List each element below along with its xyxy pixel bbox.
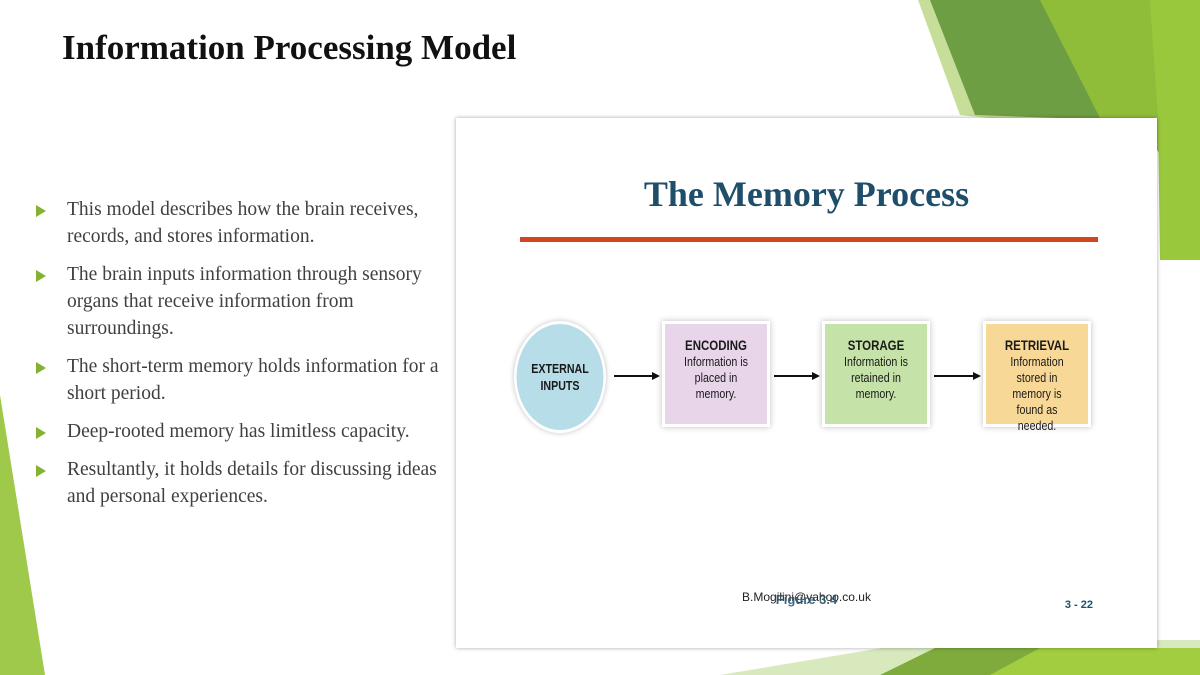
bottom-shape-bright — [990, 648, 1200, 675]
bullet-text: The short-term memory holds information … — [67, 356, 439, 404]
memory-process-figure: The Memory Process EXTERNAL INPUTS ENCOD… — [456, 118, 1157, 648]
bullet-item: Resultantly, it holds details for discus… — [34, 456, 454, 510]
bullet-text: This model describes how the brain recei… — [67, 199, 419, 247]
bullet-list: This model describes how the brain recei… — [34, 196, 454, 521]
storage-stage: STORAGE Information is retained in memor… — [822, 321, 930, 427]
flow-arrows — [614, 372, 981, 380]
author-credit: B.Mogilini@yahoo.co.uk — [742, 590, 871, 604]
bullet-item: The brain inputs information through sen… — [34, 261, 454, 342]
external-inputs-node: EXTERNAL INPUTS — [514, 321, 606, 433]
bullet-item: The short-term memory holds information … — [34, 353, 454, 407]
retrieval-heading: RETRIEVAL — [1004, 337, 1070, 353]
bullet-text: Resultantly, it holds details for discus… — [67, 459, 437, 507]
bullet-arrow-icon — [36, 427, 46, 439]
left-edge-shape — [0, 395, 45, 675]
corner-shape-right — [1150, 0, 1200, 260]
title-underline — [520, 237, 1098, 242]
bullet-item: Deep-rooted memory has limitless capacit… — [34, 418, 454, 445]
storage-text: Information is retained in memory. — [843, 354, 908, 401]
slide-title: Information Processing Model — [62, 28, 517, 67]
bullet-item: This model describes how the brain recei… — [34, 196, 454, 250]
storage-heading: STORAGE — [847, 337, 905, 353]
bullet-text: The brain inputs information through sen… — [67, 264, 422, 339]
bullet-arrow-icon — [36, 362, 46, 374]
bullet-arrow-icon — [36, 205, 46, 217]
encoding-text: Information is placed in memory. — [683, 354, 748, 401]
encoding-stage: ENCODING Information is placed in memory… — [662, 321, 770, 427]
bullet-arrow-icon — [36, 465, 46, 477]
bullet-text: Deep-rooted memory has limitless capacit… — [67, 421, 410, 442]
page-number: 3 - 22 — [1064, 599, 1093, 611]
external-inputs-label: EXTERNAL INPUTS — [531, 361, 589, 393]
figure-label: Figure 3.4 — [775, 592, 838, 607]
bullet-arrow-icon — [36, 270, 46, 282]
figure-title: The Memory Process — [643, 174, 970, 214]
encoding-heading: ENCODING — [685, 337, 747, 353]
retrieval-text: Information stored in memory is found as… — [1010, 354, 1064, 433]
retrieval-stage: RETRIEVAL Information stored in memory i… — [983, 321, 1091, 433]
